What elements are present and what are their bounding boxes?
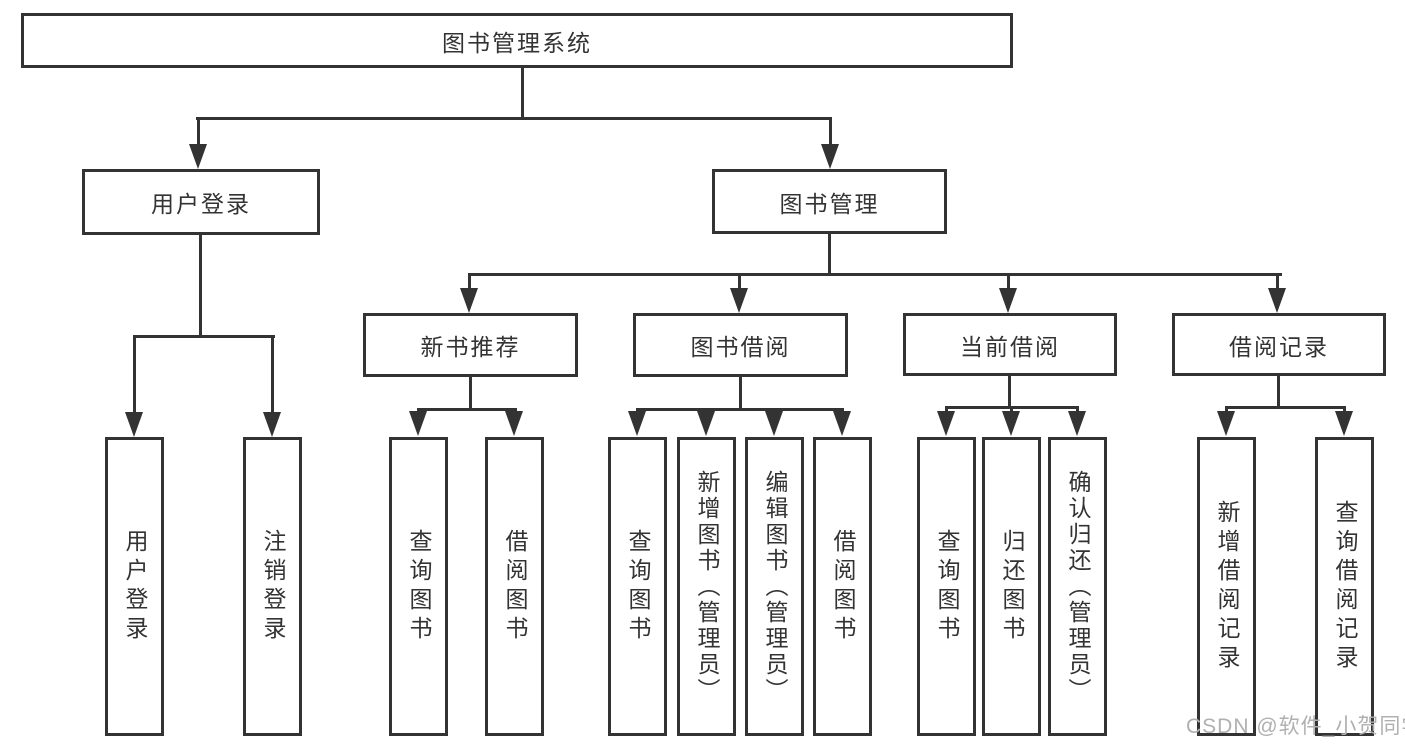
connector-recommend-rail bbox=[417, 408, 517, 411]
arrow-borrow-child-1 bbox=[628, 408, 646, 436]
leaf-borrow-add-books-admin: 新增图书（管理员） bbox=[677, 437, 736, 736]
connector-root-rail bbox=[196, 117, 832, 120]
leaf-user-login-label: 用户登录 bbox=[122, 528, 148, 645]
connector-login-stem bbox=[199, 235, 202, 335]
node-user-login: 用户登录 bbox=[82, 169, 320, 235]
leaf-borrow-edit-books-admin-label: 编辑图书（管理员） bbox=[762, 469, 788, 704]
node-book-borrow: 图书借阅 bbox=[633, 313, 848, 377]
arrow-current-child-2 bbox=[1002, 406, 1020, 436]
arrow-to-leaf-logout bbox=[263, 335, 281, 437]
node-new-book-recommend: 新书推荐 bbox=[363, 313, 578, 377]
arrow-recommend-child-2 bbox=[505, 408, 523, 436]
connector-records-rail bbox=[1225, 406, 1346, 409]
connector-recommend-stem bbox=[469, 377, 472, 408]
arrow-to-user-login bbox=[189, 117, 207, 169]
connector-current-stem bbox=[1008, 376, 1011, 406]
leaf-current-confirm-return-admin-label: 确认归还（管理员） bbox=[1065, 469, 1091, 704]
arrow-to-recommend bbox=[460, 273, 478, 313]
leaf-recommend-borrow-books: 借阅图书 bbox=[485, 437, 544, 736]
arrow-recommend-child-1 bbox=[409, 408, 427, 436]
arrow-to-records bbox=[1268, 273, 1286, 313]
arrow-to-borrow bbox=[730, 273, 748, 313]
leaf-borrow-borrow-books: 借阅图书 bbox=[813, 437, 872, 736]
leaf-records-add-record-label: 新增借阅记录 bbox=[1214, 499, 1240, 674]
leaf-records-add-record: 新增借阅记录 bbox=[1197, 437, 1256, 736]
arrow-current-child-1 bbox=[937, 406, 955, 436]
csdn-watermark: CSDN @软件_小贺同学 bbox=[1186, 715, 1405, 738]
leaf-borrow-query-books: 查询图书 bbox=[608, 437, 667, 736]
leaf-borrow-borrow-books-label: 借阅图书 bbox=[830, 528, 856, 645]
arrow-to-current bbox=[999, 273, 1017, 313]
leaf-borrow-query-books-label: 查询图书 bbox=[625, 528, 651, 645]
leaf-current-confirm-return-admin: 确认归还（管理员） bbox=[1048, 437, 1107, 736]
connector-mgmt-rail bbox=[468, 273, 1282, 276]
node-borrow-records: 借阅记录 bbox=[1172, 313, 1386, 376]
connector-mgmt-stem bbox=[828, 234, 831, 273]
leaf-borrow-add-books-admin-label: 新增图书（管理员） bbox=[694, 469, 720, 704]
leaf-records-query-record-label: 查询借阅记录 bbox=[1332, 499, 1358, 674]
leaf-current-query-books: 查询图书 bbox=[917, 437, 976, 736]
arrow-records-child-2 bbox=[1335, 406, 1353, 436]
leaf-current-return-books: 归还图书 bbox=[982, 437, 1041, 736]
connector-login-rail bbox=[133, 335, 275, 338]
arrow-borrow-child-3 bbox=[765, 408, 783, 436]
arrow-borrow-child-2 bbox=[697, 408, 715, 436]
arrow-to-book-management bbox=[821, 117, 839, 169]
node-root: 图书管理系统 bbox=[21, 13, 1013, 68]
arrow-current-child-3 bbox=[1068, 406, 1086, 436]
arrow-records-child-1 bbox=[1217, 406, 1235, 436]
leaf-borrow-edit-books-admin: 编辑图书（管理员） bbox=[745, 437, 804, 736]
connector-root-stem bbox=[521, 68, 524, 117]
leaf-records-query-record: 查询借阅记录 bbox=[1315, 437, 1374, 736]
connector-borrow-stem bbox=[739, 377, 742, 408]
leaf-current-query-books-label: 查询图书 bbox=[934, 528, 960, 645]
leaf-user-login: 用户登录 bbox=[105, 437, 164, 736]
leaf-recommend-query-books-label: 查询图书 bbox=[406, 528, 432, 645]
arrow-borrow-child-4 bbox=[833, 408, 851, 436]
leaf-logout-label: 注销登录 bbox=[260, 528, 286, 645]
leaf-current-return-books-label: 归还图书 bbox=[999, 528, 1025, 645]
leaf-recommend-borrow-books-label: 借阅图书 bbox=[502, 528, 528, 645]
leaf-logout: 注销登录 bbox=[243, 437, 302, 736]
connector-records-stem bbox=[1277, 376, 1280, 406]
connector-borrow-rail bbox=[636, 408, 844, 411]
arrow-to-leaf-user-login bbox=[125, 335, 143, 437]
node-book-management: 图书管理 bbox=[712, 169, 947, 234]
leaf-recommend-query-books: 查询图书 bbox=[389, 437, 448, 736]
node-current-borrow: 当前借阅 bbox=[903, 313, 1117, 376]
